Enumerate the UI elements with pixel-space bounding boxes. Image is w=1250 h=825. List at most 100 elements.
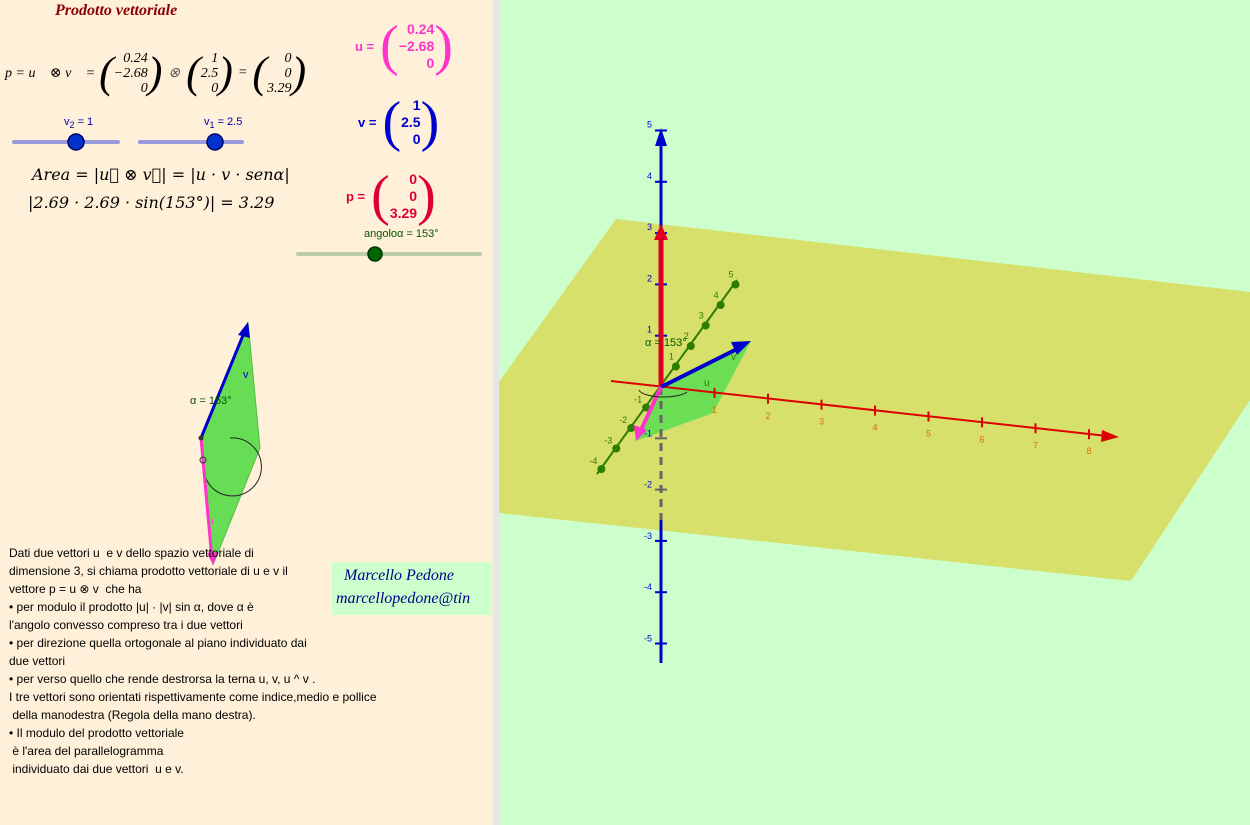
vector-u-arrowhead	[207, 552, 218, 565]
z-axis-arrowhead	[655, 128, 667, 146]
description-line: l'angolo convesso compreso tra i due vet…	[9, 618, 243, 632]
paren-open: (	[380, 15, 399, 77]
slider-v1-handle[interactable]	[206, 133, 224, 151]
x-axis-arrowhead	[1101, 430, 1119, 442]
algebra-panel: Prodotto vettoriale p = u⃗ ⊗ v⃗ = ( 0.24…	[0, 0, 493, 825]
z-axis-neg-tick-label: -1	[644, 428, 652, 438]
z-axis-tick-label: 2	[647, 273, 652, 283]
description-line: individuato dai due vettori u e v.	[9, 762, 184, 776]
vector-v-3d	[660, 347, 738, 389]
paren-close: )	[147, 48, 163, 97]
v-label-3d: v	[731, 352, 736, 363]
formula-v-y: 2.5	[200, 65, 219, 81]
description-line: vettore p = u ⊗ v che ha	[9, 582, 142, 596]
formula-p-z: 3.29	[267, 80, 292, 96]
vector-v-y: 2.5	[401, 113, 421, 130]
slider-angolo-handle[interactable]	[367, 246, 383, 262]
formula-prefix: p = u⃗ ⊗ v⃗ =	[5, 65, 96, 81]
z-axis-neg-tick-label: -4	[644, 582, 652, 592]
vector-p-z: 3.29	[389, 204, 418, 221]
y-axis-tick	[686, 342, 695, 350]
paren-close: )	[417, 165, 436, 227]
parallelogram-2d: α = 153° v u	[190, 321, 262, 566]
y-axis-tick-label: 4	[714, 290, 719, 300]
slider-v2-value: = 1	[74, 116, 94, 128]
area-formula-line1: Area = |u⃗ ⊗ v⃗| = |u · v · senα|	[32, 165, 290, 184]
vector-v-column: 1 2.5 0	[401, 97, 420, 148]
page-title: Prodotto vettoriale	[55, 2, 178, 19]
alpha-label-2d: α = 153°	[190, 395, 232, 407]
vector-u-arrow	[199, 437, 214, 561]
origin-point	[198, 435, 204, 441]
alpha-label-3d: α = 153°	[645, 337, 687, 349]
y-axis-tick-label: 1	[669, 352, 674, 362]
panel-divider[interactable]	[493, 0, 499, 825]
y-axis-neg-tick	[627, 424, 636, 432]
angle-arc-3d	[638, 389, 688, 398]
vector-v-display: v = ( 1 2.5 0 )	[358, 94, 439, 150]
slider-angolo-svg	[296, 246, 482, 262]
sliders-v-svg	[12, 133, 244, 151]
y-axis-tick	[716, 301, 725, 309]
paren-close: )	[291, 48, 307, 97]
slider-v2-handle[interactable]	[67, 133, 85, 151]
formula-v-z: 0	[211, 80, 219, 96]
slider-v1-name: v	[204, 116, 210, 128]
x-axis-tick-label: 5	[926, 429, 931, 439]
z-axis-tick-label: 4	[647, 171, 652, 181]
y-axis	[596, 279, 738, 475]
y-axis-tick-label: 2	[684, 331, 689, 341]
formula-u-column: 0.24 −2.68 0	[114, 51, 148, 96]
formula-v-x: 1	[211, 50, 219, 66]
vector-v-label: v =	[358, 114, 377, 130]
paren-open: (	[382, 91, 402, 153]
x-axis-tick-label: 4	[872, 423, 877, 433]
y-axis-neg-tick	[612, 444, 621, 453]
formula-p-x: 0	[284, 50, 292, 66]
y-axis-tick	[701, 321, 710, 330]
formula-u-y: −2.68	[113, 65, 148, 81]
formula-u-x: 0.24	[123, 50, 148, 66]
description-line: è l'area del parallelogramma	[9, 744, 164, 758]
description-line: della manodestra (Regola della mano dest…	[9, 708, 256, 722]
vector-p-display: p = ( 0 0 3.29 )	[346, 168, 436, 224]
slider-v1-sub: 1	[209, 120, 215, 131]
area-formula-line2: |2.69 · 2.69 · sin(153°)| = 3.29	[28, 193, 275, 212]
vector-u-y: −2.68	[398, 37, 435, 54]
paren-close: )	[218, 48, 233, 97]
v-label-2d: v	[243, 369, 249, 381]
slider-v2-sub: 2	[69, 120, 75, 131]
z-axis-tick-label: 5	[647, 120, 652, 130]
formula-u-z: 0	[140, 80, 148, 96]
signature-box: Marcello Pedone marcellopedone@tin	[332, 562, 492, 615]
description-line: I tre vettori sono orientati rispettivam…	[9, 690, 377, 704]
vector-u-z: 0	[426, 54, 435, 71]
vector-v-x: 1	[412, 96, 421, 113]
paren-open: (	[252, 48, 268, 97]
y-axis-neg-tick-label: -4	[589, 456, 597, 466]
vector-v-3d-arrowhead	[731, 341, 751, 355]
author-name: Marcello Pedone	[344, 567, 455, 584]
description-line: • per verso quello che rende destrorsa l…	[9, 672, 316, 686]
description-line: due vettori	[9, 654, 66, 668]
x-axis-tick-label: 1	[712, 405, 717, 415]
description-line: • per modulo il prodotto |u| · |v| sin α…	[9, 600, 254, 614]
y-axis-tick	[731, 280, 740, 289]
formula-op: ⊗	[168, 65, 181, 81]
formula-v-column: 1 2.5 0	[201, 51, 219, 96]
vector-p-x: 0	[409, 170, 418, 187]
vector-p-y: 0	[409, 187, 418, 204]
angle-point	[199, 456, 207, 464]
u-label-3d: u	[704, 378, 710, 389]
vector-u-x: 0.24	[407, 20, 435, 37]
vector-v-z: 0	[412, 130, 421, 147]
vector-u-column: 0.24 −2.68 0	[399, 21, 434, 72]
vector-p-3d-arrowhead	[654, 224, 668, 240]
vector-v-arrow	[199, 327, 248, 439]
slider-v2-label: v2 = 1	[64, 116, 93, 130]
x-axis-tick-label: 6	[979, 434, 984, 444]
y-axis-neg-tick-label: -3	[604, 436, 612, 446]
vector-p-column: 0 0 3.29	[390, 171, 417, 222]
